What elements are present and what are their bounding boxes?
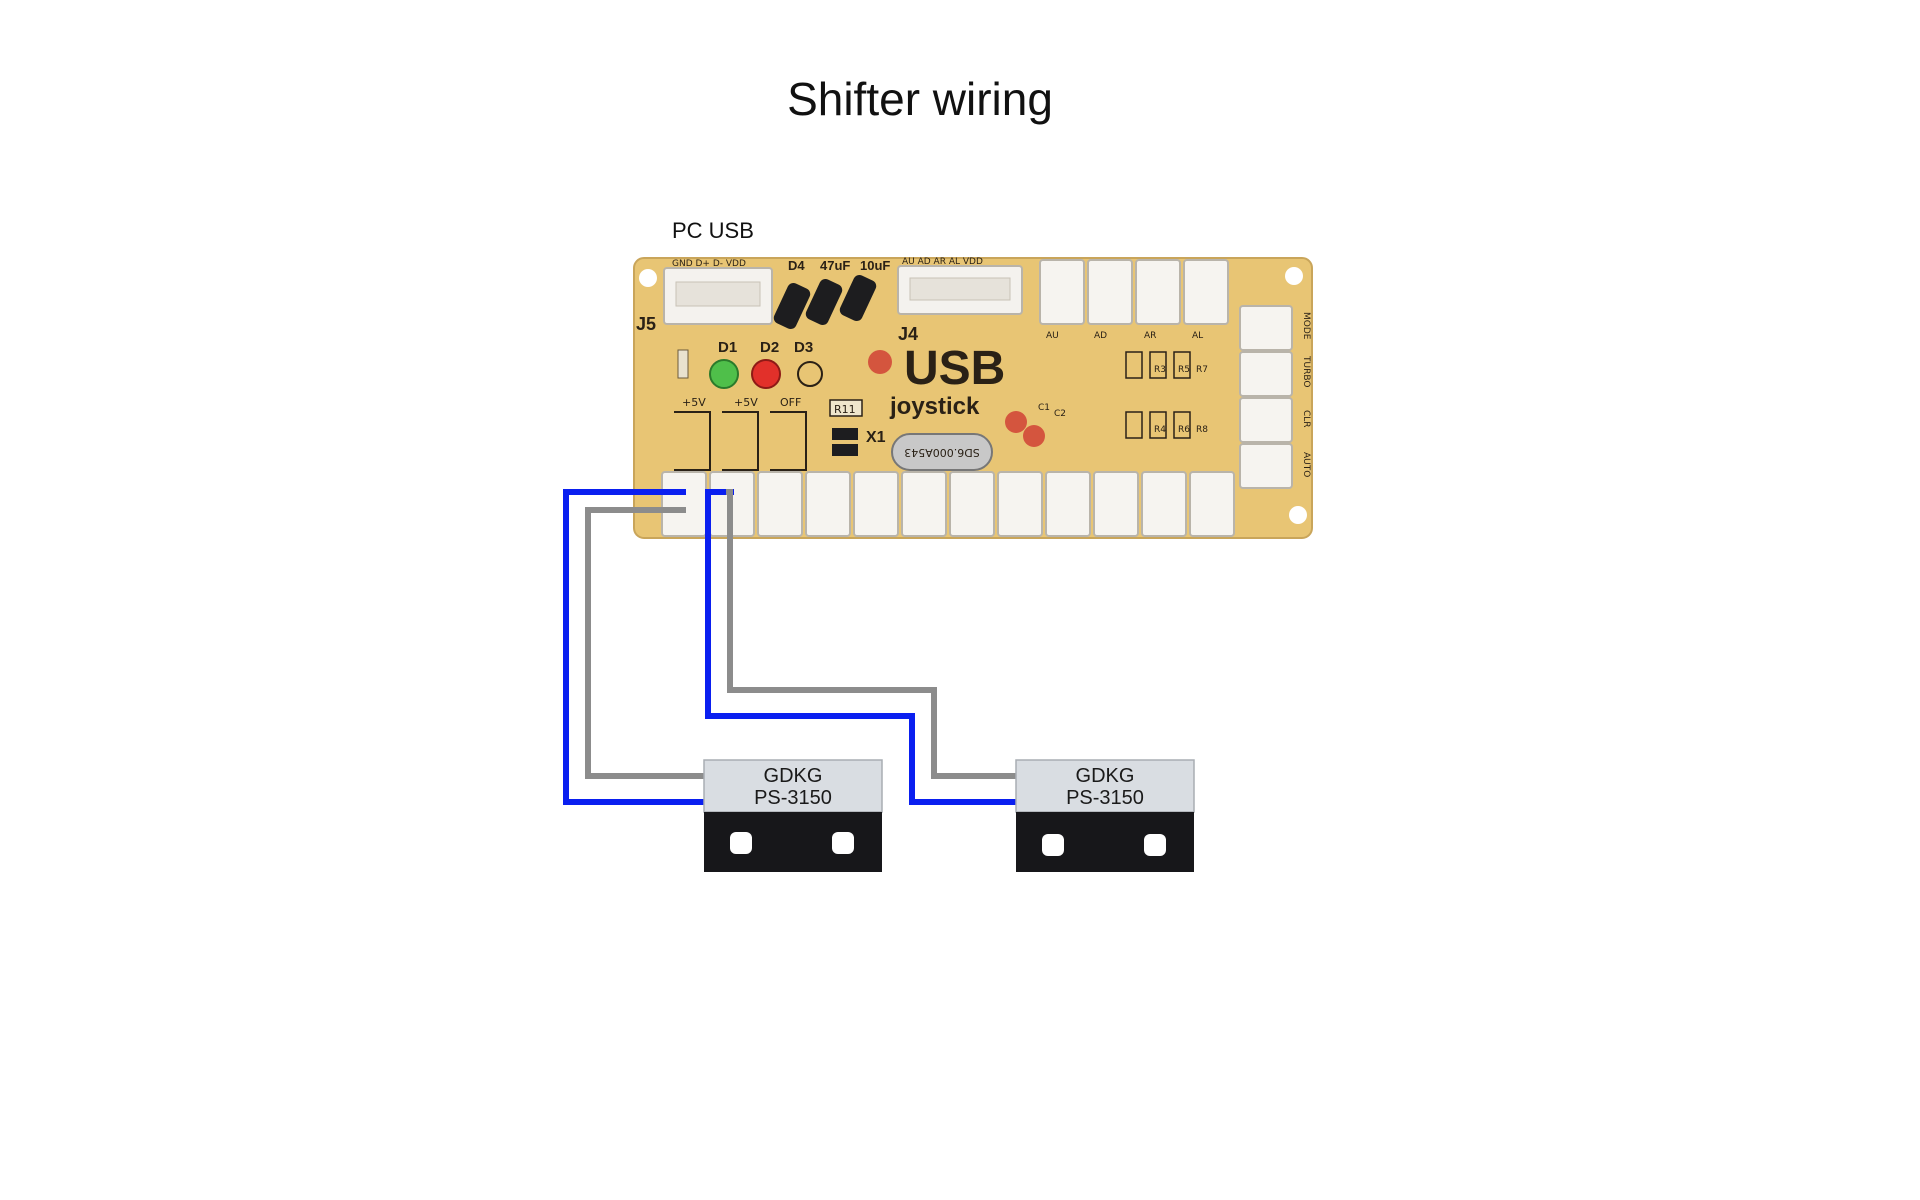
sensor-2-brand: GDKG <box>1076 765 1135 787</box>
capacitor <box>805 278 843 326</box>
plus5v-b-label: +5V <box>734 396 758 409</box>
resistor-bank <box>1125 351 1191 439</box>
header-connector <box>1189 471 1235 537</box>
ad-label: AD <box>1094 331 1107 341</box>
header-connector <box>901 471 947 537</box>
usb-pin-labels: GND D+ D- VDD <box>672 259 746 269</box>
sensor-1-brand: GDKG <box>764 765 823 787</box>
ar-label: AR <box>1144 331 1156 341</box>
r3-label: R3 <box>1154 365 1166 375</box>
sensor-2-model: PS-3150 <box>1066 787 1144 809</box>
r8-label: R8 <box>1196 425 1208 435</box>
wire-ground-1 <box>585 507 704 779</box>
d1-label: D1 <box>718 339 737 356</box>
mounting-hole <box>1285 267 1303 285</box>
joystick-text: joystick <box>889 393 980 420</box>
header-connector <box>853 471 899 537</box>
red-led <box>751 359 781 389</box>
clr-label: CLR <box>1301 410 1311 428</box>
r6-label: R6 <box>1178 425 1190 435</box>
usb-encoder-board: GND D+ D- VDD J5 D4 47uF 10uF AU AD AR A… <box>633 257 1313 539</box>
ceramic-cap <box>1023 425 1045 447</box>
green-led <box>709 359 739 389</box>
wire-signal-1 <box>563 489 704 805</box>
c2-label: C2 <box>1054 409 1066 419</box>
usb-text: USB <box>904 342 1005 395</box>
sensor-1-model: PS-3150 <box>754 787 832 809</box>
x1-label: X1 <box>866 429 886 446</box>
side-connectors <box>1239 305 1293 489</box>
header-connector <box>661 471 707 537</box>
top-connectors <box>1039 259 1229 325</box>
header-connector <box>1045 471 1091 537</box>
d3-label: D3 <box>794 339 813 356</box>
turbo-label: TURBO <box>1301 355 1311 387</box>
crystal-label: SD6.000A543 <box>904 446 979 459</box>
auto-label: AUTO <box>1301 452 1311 477</box>
cap2-label: 10uF <box>860 258 890 273</box>
mount-hole <box>730 832 752 854</box>
pc-usb-label: PC USB <box>672 218 754 243</box>
header-connector <box>997 471 1043 537</box>
j4-pin-labels: AU AD AR AL VDD <box>902 257 983 267</box>
header-connector <box>757 471 803 537</box>
capacitor <box>839 274 877 322</box>
ceramic-cap <box>868 350 892 374</box>
r7-label: R7 <box>1196 365 1208 375</box>
d3-outline <box>797 361 823 387</box>
wires <box>563 489 1016 805</box>
mounting-hole <box>1289 506 1307 524</box>
j5-label: J5 <box>636 314 656 334</box>
header-connector <box>1141 471 1187 537</box>
ceramic-cap <box>1005 411 1027 433</box>
d2-label: D2 <box>760 339 779 356</box>
r11-label: R11 <box>834 403 856 416</box>
off-label: OFF <box>780 396 801 409</box>
mount-hole <box>1042 834 1064 856</box>
reed-sensor-1: GDKG PS-3150 <box>703 759 883 872</box>
mounting-hole <box>639 269 657 287</box>
reed-sensor-2: GDKG PS-3150 <box>1015 759 1195 872</box>
wire-signal-2 <box>705 489 1016 805</box>
mount-hole <box>832 832 854 854</box>
plus5v-a-label: +5V <box>682 396 706 409</box>
r5-label: R5 <box>1178 365 1190 375</box>
wire-ground-2 <box>726 489 1016 779</box>
c1-label: C1 <box>1038 403 1050 413</box>
header-connector <box>949 471 995 537</box>
mode-label: MODE <box>1301 312 1311 340</box>
capacitor <box>773 282 811 330</box>
crystal <box>891 433 993 471</box>
resistor <box>677 349 689 379</box>
pcb <box>633 257 1313 539</box>
mount-hole <box>1144 834 1166 856</box>
r4-label: R4 <box>1154 425 1166 435</box>
bottom-connectors <box>661 471 1235 537</box>
j4-label: J4 <box>898 324 918 344</box>
cap1-label: 47uF <box>820 258 850 273</box>
al-label: AL <box>1192 331 1203 341</box>
au-label: AU <box>1046 331 1059 341</box>
d4-label: D4 <box>788 258 805 273</box>
header-connector <box>805 471 851 537</box>
header-connector <box>1093 471 1139 537</box>
diagram-title: Shifter wiring <box>787 73 1053 125</box>
